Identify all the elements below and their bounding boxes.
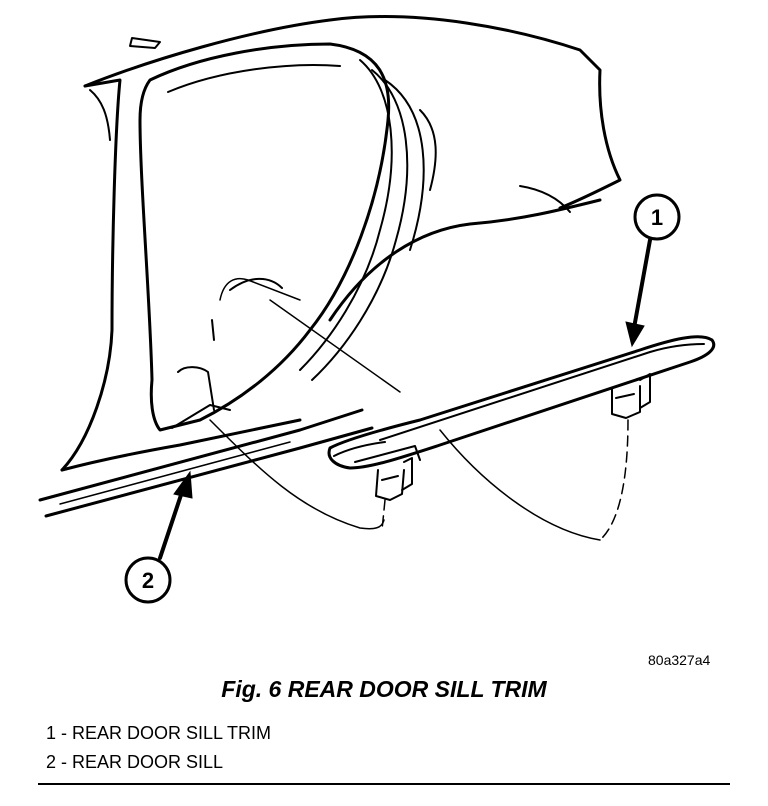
callout-2-number: 2 — [142, 568, 154, 593]
rear-door-sill — [38, 408, 374, 518]
callout-1: 1 — [625, 193, 681, 348]
alignment-guide-lines — [209, 277, 601, 541]
quarter-panel — [60, 15, 622, 472]
callout-1-number: 1 — [651, 205, 663, 230]
legend-item-1: 1 - REAR DOOR SILL TRIM — [46, 723, 272, 743]
rear-door-sill-trim-illustration: 1 2 — [38, 15, 716, 604]
installation-dashed-lines — [381, 419, 629, 541]
bottom-divider — [38, 783, 730, 785]
sill-trim-part — [327, 335, 716, 501]
figure-title: Fig. 6 REAR DOOR SILL TRIM — [221, 676, 547, 702]
legend-item-2: 2 - REAR DOOR SILL — [46, 752, 224, 772]
figure-legend: 1 - REAR DOOR SILL TRIM 2 - REAR DOOR SI… — [46, 719, 271, 777]
callout-1-arrow-icon — [625, 321, 645, 348]
figure-code: 80a327a4 — [648, 652, 711, 668]
callout-2-arrow-icon — [173, 470, 193, 499]
callout-2: 2 — [124, 470, 193, 604]
